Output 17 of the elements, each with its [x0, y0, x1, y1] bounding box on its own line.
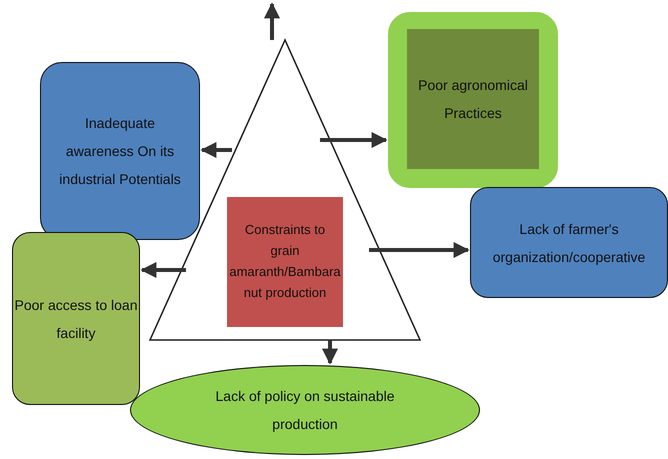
arrow: [200, 142, 232, 158]
arrow: [264, 2, 280, 40]
arrow: [140, 262, 186, 278]
factor-box: [470, 187, 668, 298]
node-text: Lack of policy on sustainable production: [214, 387, 396, 434]
factor-box: [12, 232, 140, 405]
constraint-box: [227, 197, 343, 327]
node-text: Constraints to grain amaranth/Bambara nut production: [228, 221, 342, 302]
node-text: Poor access to loan facility: [14, 296, 138, 343]
node-text: Lack of farmer's organization/cooperative: [492, 220, 646, 267]
arrow: [320, 132, 388, 148]
node-text: Poor agronomical Practices: [417, 76, 529, 123]
arrow: [322, 340, 338, 365]
factor-box: [388, 12, 558, 188]
node-text: Inadequate awareness On its industrial Potentials: [58, 114, 182, 189]
arrow: [369, 242, 470, 258]
factor-box: [40, 62, 200, 240]
